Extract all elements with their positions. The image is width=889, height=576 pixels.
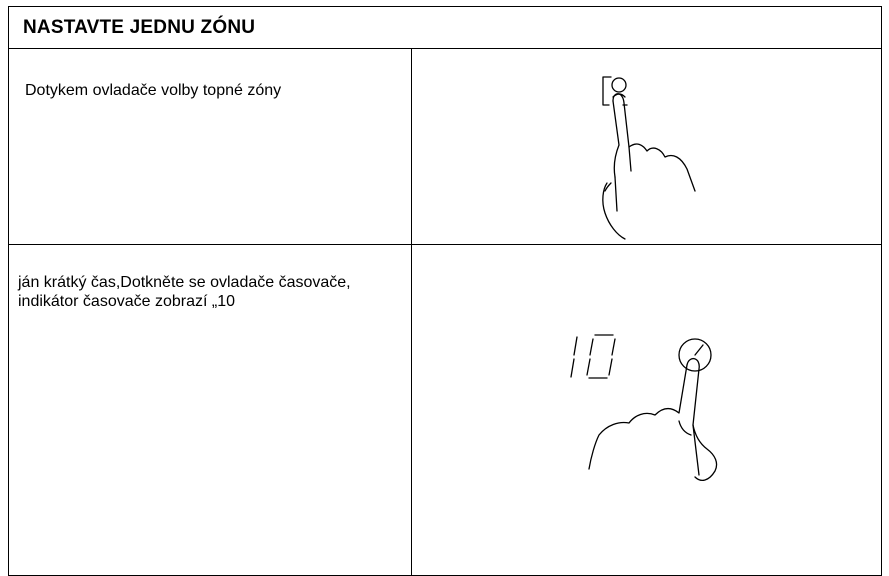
- section-title: NASTAVTE JEDNU ZÓNU: [23, 17, 255, 39]
- step-text: ján krátký čas,Dotkněte se ovladače časo…: [18, 273, 398, 311]
- finger-touching-timer-icon: 10: [569, 325, 739, 505]
- finger-touching-zone-selector-icon: [569, 61, 719, 241]
- instruction-table: NASTAVTE JEDNU ZÓNU Dotykem ovladače vol…: [8, 6, 882, 576]
- table-header: NASTAVTE JEDNU ZÓNU: [9, 7, 881, 49]
- table-row: ján krátký čas,Dotkněte se ovladače časo…: [9, 245, 881, 575]
- step-text: Dotykem ovladače volby topné zóny: [25, 81, 395, 100]
- table-row: Dotykem ovladače volby topné zóny: [9, 49, 881, 245]
